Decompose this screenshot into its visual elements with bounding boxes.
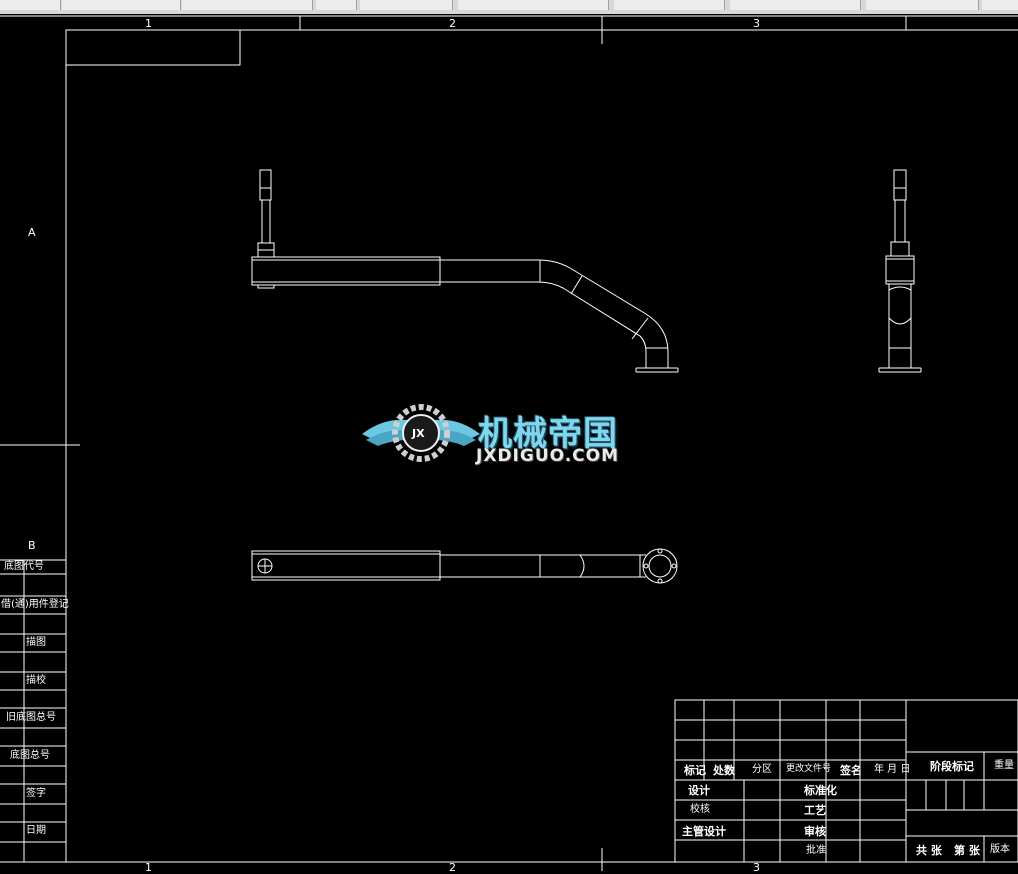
title-design: 设计 <box>688 784 710 797</box>
title-total-sheets: 共 张 <box>916 844 942 857</box>
window-top-bar <box>0 0 1018 14</box>
toolbar-tab[interactable] <box>982 0 1018 10</box>
title-zone: 分区 <box>752 764 772 775</box>
watermark-logo: JX 机械帝国 JXDIGUO.COM <box>360 400 660 470</box>
title-chief-design: 主管设计 <box>682 825 726 838</box>
corner-code-box <box>65 29 241 66</box>
side-table-label: 描图 <box>26 637 46 648</box>
watermark-text-cn: 机械帝国 <box>478 414 618 454</box>
watermark-badge: JX <box>412 427 425 440</box>
side-table-label: 日期 <box>26 825 46 836</box>
title-version: 版本 <box>990 844 1010 855</box>
zone-column-1: 1 <box>145 17 152 30</box>
title-process: 工艺 <box>804 804 826 817</box>
toolbar-tab[interactable] <box>614 0 725 10</box>
watermark-graphic <box>362 404 480 462</box>
title-weight: 重量 <box>994 760 1014 771</box>
zone-column-1-bottom: 1 <box>145 861 152 874</box>
side-table-label: 底图总号 <box>10 750 50 761</box>
side-table-label: 描校 <box>26 675 46 686</box>
title-block-grid <box>674 699 1018 863</box>
title-standardize: 标准化 <box>804 784 837 797</box>
toolbar-tab[interactable] <box>62 0 181 10</box>
toolbar-tab[interactable] <box>182 0 313 10</box>
zone-row-a: A <box>28 226 36 239</box>
side-table-label: 旧底图总号 <box>6 712 56 723</box>
title-count: 处数 <box>713 764 735 777</box>
title-approve: 批准 <box>806 845 826 856</box>
toolbar-tab[interactable] <box>730 0 861 10</box>
side-table-label: 签字 <box>26 788 46 799</box>
title-review: 审核 <box>804 825 826 838</box>
toolbar-tab[interactable] <box>458 0 609 10</box>
title-date: 年 月 日 <box>874 764 911 775</box>
top-view-crank-arm <box>251 548 678 584</box>
side-table-grid <box>0 559 66 862</box>
side-table-label: 借(通)用件登记 <box>1 599 69 610</box>
toolbar-tab[interactable] <box>360 0 453 10</box>
toolbar-tab[interactable] <box>316 0 357 10</box>
side-view-crank-arm <box>878 169 922 373</box>
title-signature: 签名 <box>840 764 862 777</box>
title-sheet-no: 第 张 <box>954 844 980 857</box>
title-stage-mark: 阶段标记 <box>930 760 974 773</box>
zone-column-2-bottom: 2 <box>449 861 456 874</box>
watermark-text-en: JXDIGUO.COM <box>476 446 620 466</box>
title-mark: 标记 <box>684 764 706 777</box>
title-check: 校核 <box>690 804 710 815</box>
zone-column-2: 2 <box>449 17 456 30</box>
toolbar-tab[interactable] <box>866 0 979 10</box>
toolbar-tab[interactable] <box>0 0 61 10</box>
front-view-crank-arm <box>251 169 679 373</box>
side-table-label: 底图代号 <box>4 561 44 572</box>
title-change-doc: 更改文件号 <box>786 764 832 774</box>
drawing-border <box>65 29 1018 863</box>
zone-row-b: B <box>28 539 36 552</box>
zone-column-3: 3 <box>753 17 760 30</box>
cad-drawing-canvas[interactable] <box>0 14 1018 871</box>
zone-column-3-bottom: 3 <box>753 861 760 874</box>
